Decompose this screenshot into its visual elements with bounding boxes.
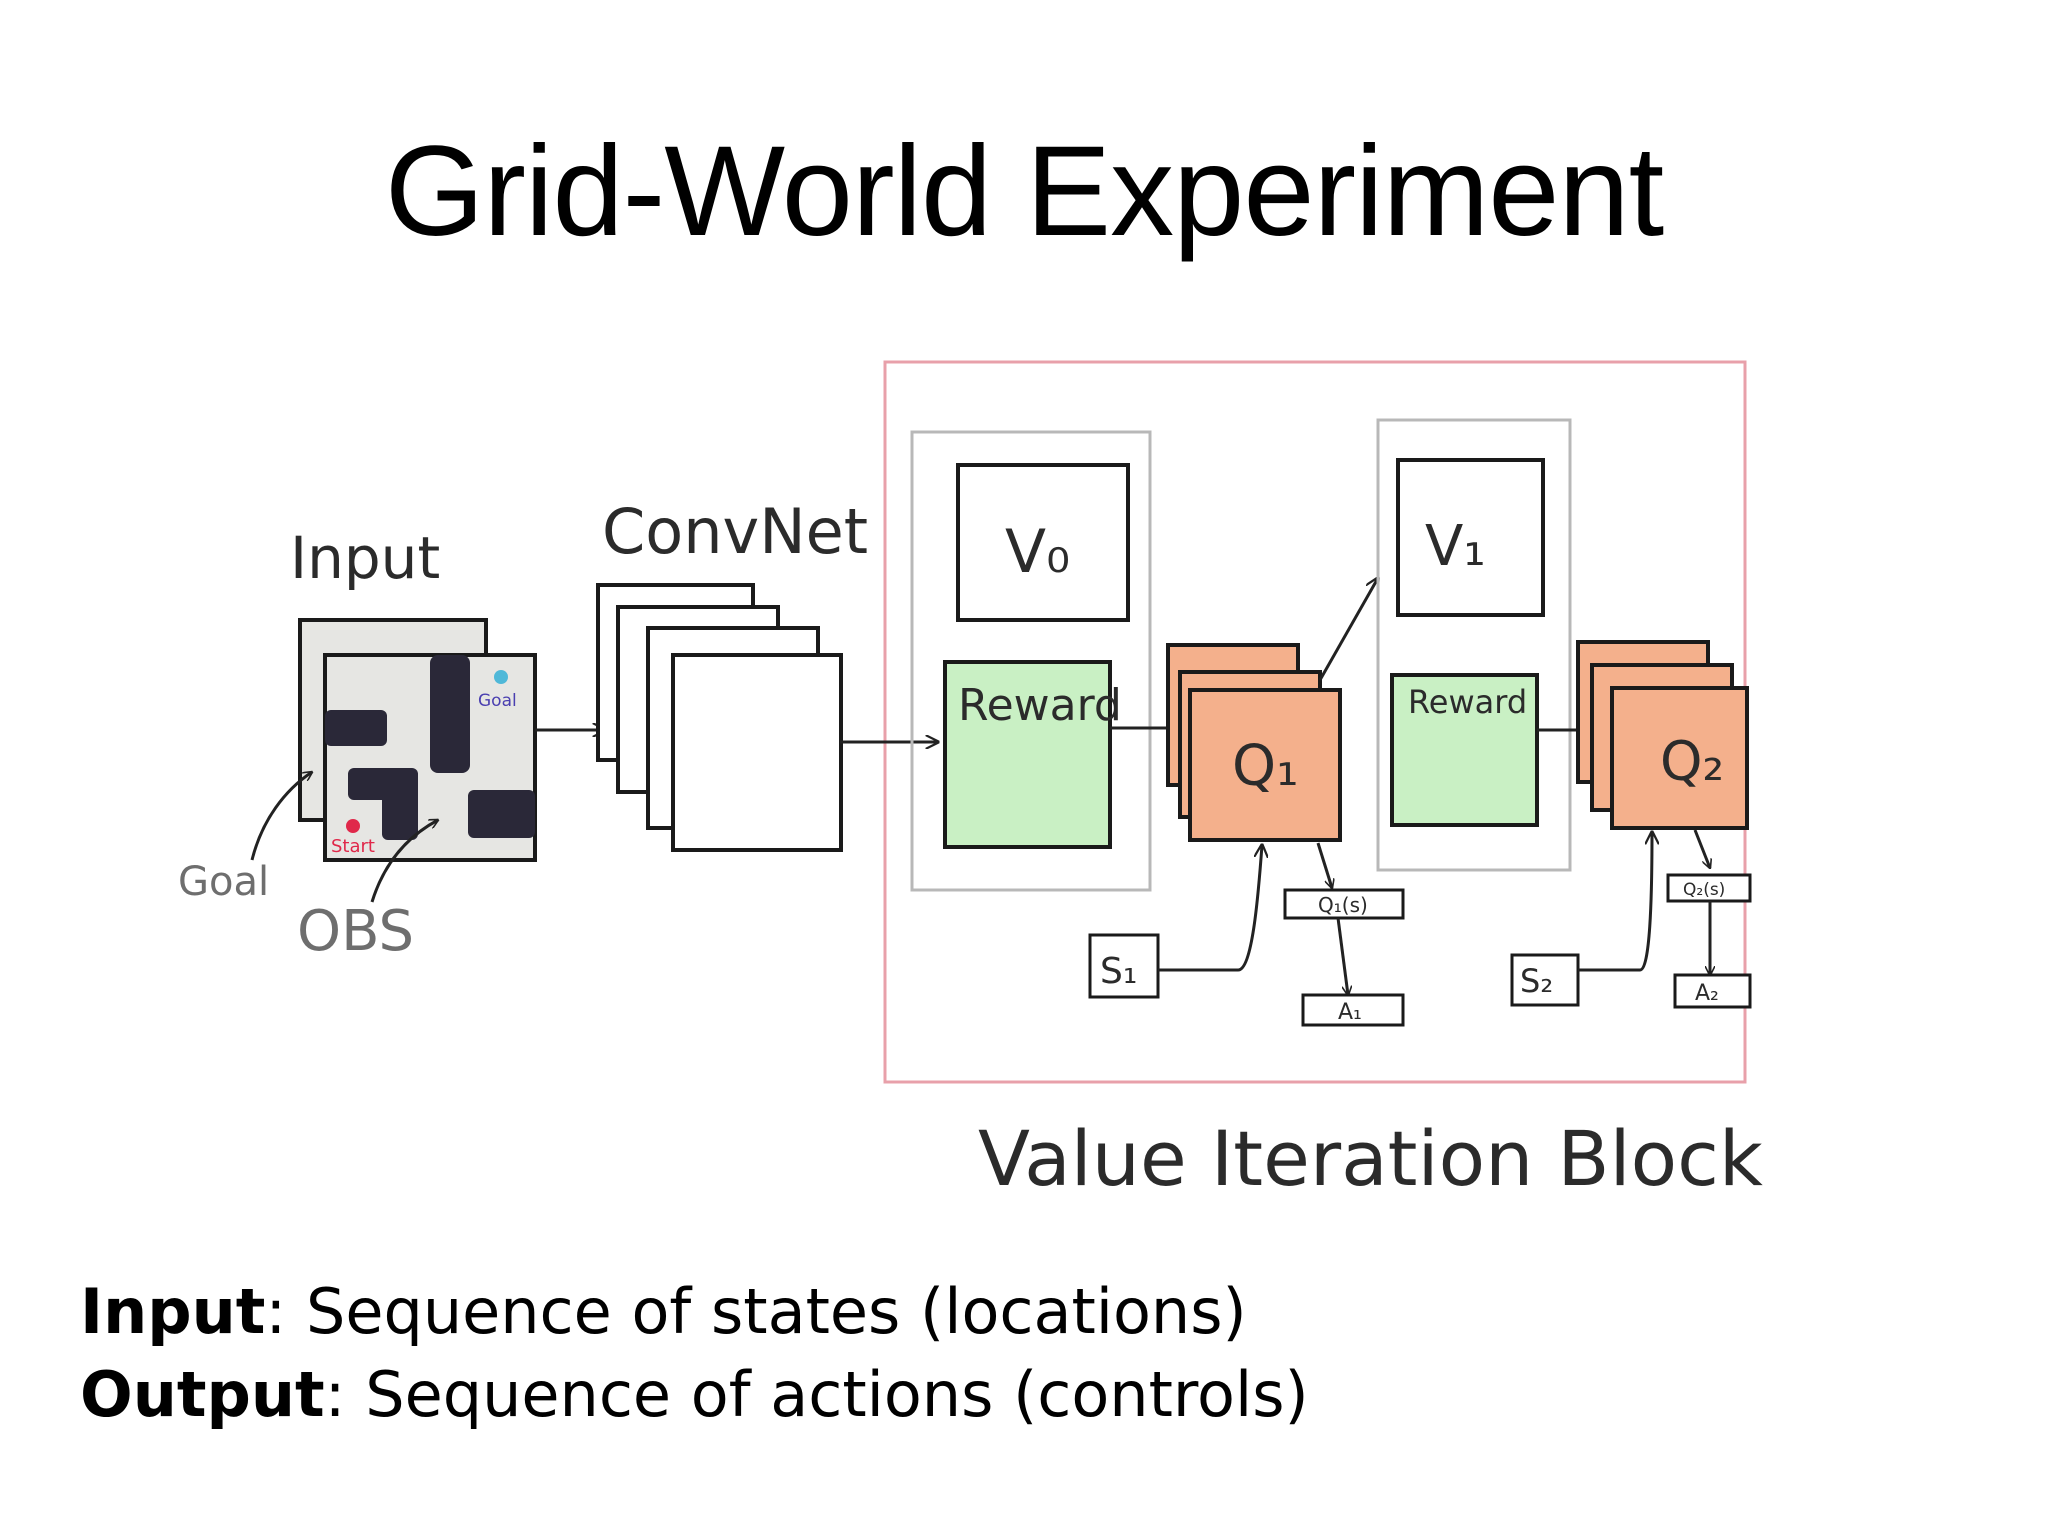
q1-to-v1-arrow <box>1318 578 1378 681</box>
reward-label-1: Reward <box>958 680 1122 731</box>
caption-input: Input: Sequence of states (locations) <box>80 1275 1247 1348</box>
q2-label: Q₂ <box>1660 730 1724 793</box>
maze-wall <box>325 710 387 746</box>
start-dot <box>346 819 360 833</box>
goal-dot <box>494 670 508 684</box>
s2-label: S₂ <box>1520 962 1553 1000</box>
q2s-label: Q₂(s) <box>1683 880 1725 900</box>
goal-label: Goal <box>178 859 269 905</box>
s2-box <box>1510 953 1580 1007</box>
s1-to-q1-arrow <box>1158 845 1262 972</box>
q1-stack <box>1166 643 1342 842</box>
v0-label: V₀ <box>1005 517 1070 587</box>
input-observation: Goal Start <box>298 618 537 862</box>
maze-goal-label: Goal <box>478 691 517 711</box>
maze-wall <box>430 655 470 773</box>
maze-start-label: Start <box>331 836 375 857</box>
obs-pointer-arrow <box>370 818 438 903</box>
caption-output-term: Output <box>80 1358 325 1431</box>
q1s-label: Q₁(s) <box>1318 893 1368 917</box>
convnet-layers <box>596 583 843 852</box>
s1-label: S₁ <box>1100 951 1137 992</box>
iteration-group-1-border <box>910 430 1152 892</box>
v0-box <box>956 463 1130 622</box>
a2-label: A₂ <box>1695 981 1719 1006</box>
reward-box-1 <box>943 660 1112 849</box>
s2-to-q2-arrow <box>1578 832 1652 972</box>
reward-box-2 <box>1390 673 1539 827</box>
a2-box <box>1673 973 1752 1009</box>
convnet-label: ConvNet <box>602 495 868 568</box>
q2s-box <box>1666 873 1752 903</box>
q1-to-q1s-arrow <box>1316 842 1332 888</box>
value-iteration-block-label: Value Iteration Block <box>978 1114 1763 1203</box>
s1-box <box>1088 933 1160 999</box>
v1-label: V₁ <box>1425 514 1486 579</box>
q1-label: Q₁ <box>1232 734 1299 799</box>
q2-to-q2s-arrow <box>1693 829 1710 868</box>
iteration-group-2-border <box>1376 418 1572 872</box>
caption-output-text: : Sequence of actions (controls) <box>324 1358 1309 1431</box>
goal-pointer-arrow <box>250 772 312 861</box>
input-label: Input <box>290 524 440 592</box>
slide-title: Grid-World Experiment <box>384 120 1664 263</box>
caption-input-text: : Sequence of states (locations) <box>265 1275 1247 1348</box>
v1-box <box>1396 458 1545 617</box>
reward-label-2: Reward <box>1408 683 1527 721</box>
maze-wall <box>382 768 418 840</box>
caption-output: Output: Sequence of actions (controls) <box>80 1358 1309 1431</box>
a1-box <box>1301 993 1405 1027</box>
a1-label: A₁ <box>1338 1000 1362 1025</box>
caption-input-term: Input <box>80 1275 266 1348</box>
obs-label: OBS <box>297 899 414 964</box>
q1s-to-a1-arrow <box>1336 917 1348 995</box>
maze-wall <box>468 790 535 838</box>
q2-stack <box>1576 640 1749 830</box>
q1s-box <box>1283 888 1405 920</box>
